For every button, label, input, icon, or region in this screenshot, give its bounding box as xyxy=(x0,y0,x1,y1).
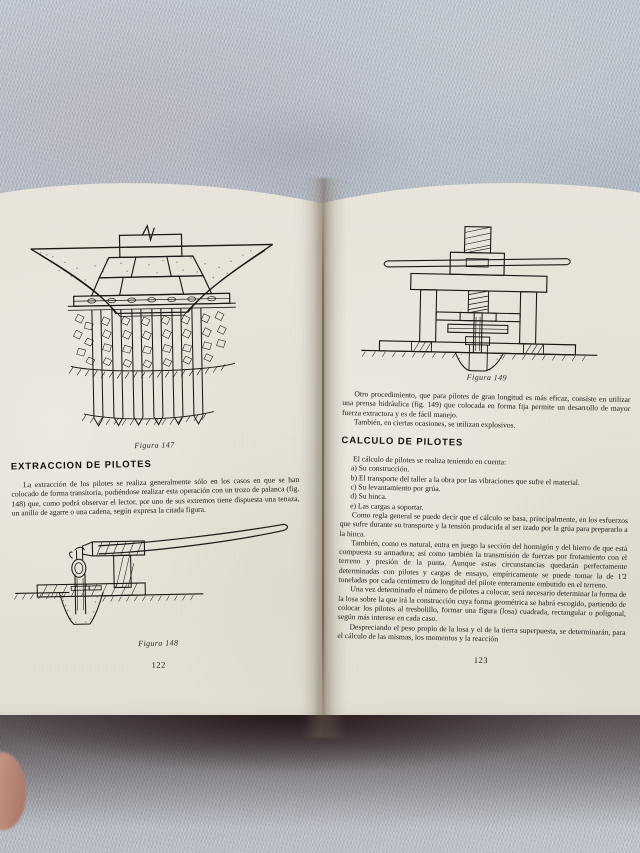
figura-147-illustration xyxy=(5,170,298,443)
calculo-de-pilotes-heading: CALCULO DE PILOTES xyxy=(341,435,464,449)
left-page-content: Figura 147 EXTRACCION DE PILOTES La extr… xyxy=(5,170,302,673)
numero-pilotes-paragraph: Una vez determinado el número de pilotes… xyxy=(337,584,627,624)
seccion-hormigon-paragraph: También, como es natural, entra en juego… xyxy=(338,538,628,590)
figura-148-illustration xyxy=(12,518,302,642)
extraccion-paragraph: La extracción de los pilotes se realiza … xyxy=(11,474,300,518)
figura-149-svg xyxy=(361,225,598,372)
figura-148-svg xyxy=(14,523,289,626)
figura-147-svg xyxy=(30,224,274,427)
right-page-content: Figura 149 Otro procedimiento, que para … xyxy=(337,170,635,668)
figura-149-illustration xyxy=(343,170,635,376)
open-book: Figura 147 EXTRACCION DE PILOTES La extr… xyxy=(0,170,640,738)
extraccion-de-pilotes-heading: EXTRACCION DE PILOTES xyxy=(10,458,152,473)
